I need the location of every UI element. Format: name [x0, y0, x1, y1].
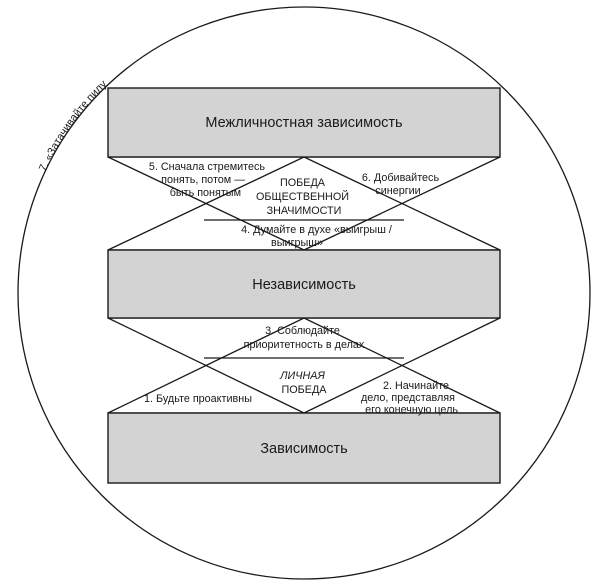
habit-5-line-1: 5. Сначала стремитесь — [149, 161, 265, 173]
outer-label-text: 7. «Затачивайте пилу» — [0, 0, 110, 173]
private-victory-line-2: ПОБЕДА — [282, 384, 328, 396]
outer-label: 7. «Затачивайте пилу» — [0, 0, 110, 173]
habit-2-line-1: 2. Начинайте — [383, 380, 449, 392]
habit-6-label: 6. Добивайтесь синергии — [362, 172, 442, 197]
habit-3-line-1: 3. Соблюдайте — [265, 325, 340, 337]
public-victory-label: ПОБЕДА ОБЩЕСТВЕННОЙ ЗНАЧИМОСТИ — [256, 177, 352, 217]
box-dependence — [107, 412, 501, 484]
habit-4-line-2: выигрыш» — [271, 237, 323, 249]
habit-2-label: 2. Начинайте дело, представляя его конеч… — [361, 380, 458, 416]
box-independence — [107, 249, 501, 319]
habit-1-label: 1. Будьте проактивны — [144, 393, 252, 405]
public-victory-line-3: ЗНАЧИМОСТИ — [267, 205, 342, 217]
box-independence-label: Независимость — [252, 277, 356, 293]
habit-5-line-2: понять, потом — — [161, 174, 245, 186]
box-interdependence-label: Межличностная зависимость — [205, 115, 402, 131]
outer-circle — [17, 6, 591, 580]
habit-3-label: 3. Соблюдайте приоритетность в делах — [244, 325, 365, 351]
habit-5-label: 5. Сначала стремитесь понять, потом — бы… — [149, 161, 268, 199]
habit-2-line-3: его конечную цель — [365, 404, 458, 416]
habit-6-line-2: синергии — [375, 185, 420, 197]
habit-3-line-2: приоритетность в делах — [244, 339, 365, 351]
public-victory-line-1: ПОБЕДА — [280, 177, 326, 189]
box-dependence-label: Зависимость — [260, 441, 347, 457]
habit-2-line-2: дело, представляя — [361, 392, 455, 404]
habit-5-line-3: быть понятым — [170, 187, 241, 199]
private-victory-line-1: ЛИЧНАЯ — [279, 370, 325, 382]
private-victory-label: ЛИЧНАЯ ПОБЕДА — [279, 370, 328, 396]
public-victory-line-2: ОБЩЕСТВЕННОЙ — [256, 190, 349, 203]
box-interdependence — [107, 87, 501, 158]
habit-6-line-1: 6. Добивайтесь — [362, 172, 440, 184]
habit-4-label: 4. Думайте в духе «выигрыш / выигрыш» — [241, 224, 395, 249]
habit-4-line-1: 4. Думайте в духе «выигрыш / — [241, 224, 392, 236]
